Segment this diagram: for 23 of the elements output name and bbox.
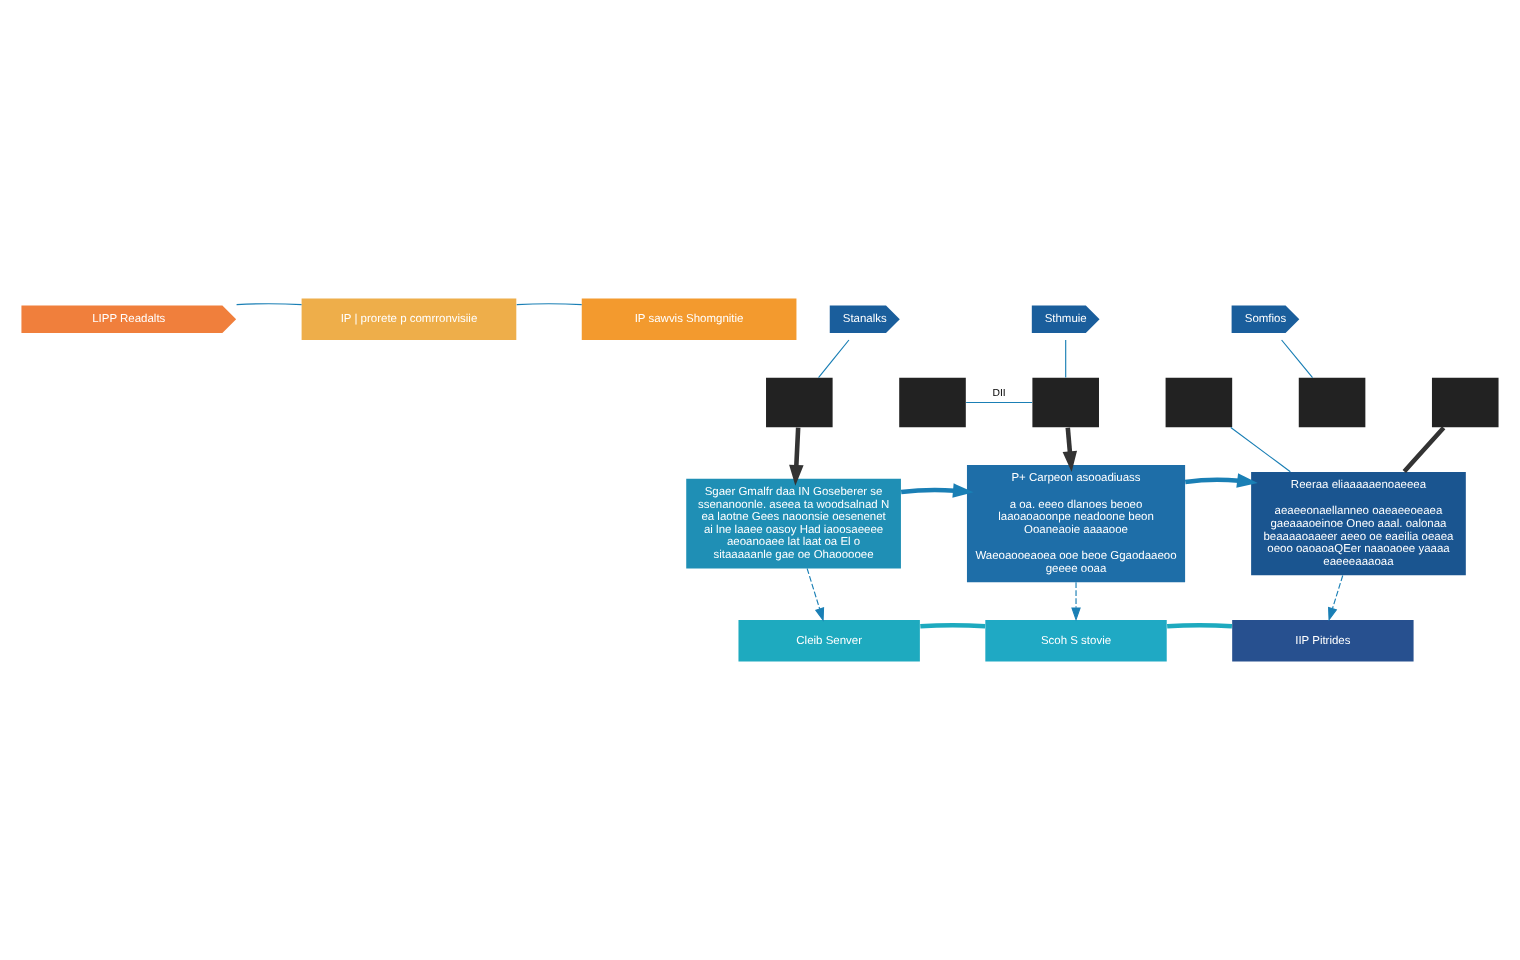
node-box [1032, 377, 1099, 428]
arrow [1062, 427, 1078, 472]
arrow [789, 427, 804, 486]
connector [516, 303, 583, 306]
connector [1065, 339, 1067, 379]
node-box [1165, 377, 1233, 428]
connector [817, 339, 850, 379]
arrow [1071, 581, 1081, 622]
arrow [1184, 473, 1258, 488]
node-box [899, 377, 966, 428]
arrow [900, 483, 974, 498]
connector [1167, 622, 1233, 629]
connector [965, 401, 1033, 404]
arrow [1328, 574, 1344, 622]
node-box [1298, 377, 1366, 428]
arrow [806, 567, 825, 622]
connector [1230, 426, 1291, 473]
node-box [1431, 377, 1499, 428]
connector [236, 303, 303, 306]
connector [920, 622, 986, 629]
connector [1402, 426, 1446, 473]
connector [1281, 339, 1314, 379]
node-box [766, 377, 833, 428]
